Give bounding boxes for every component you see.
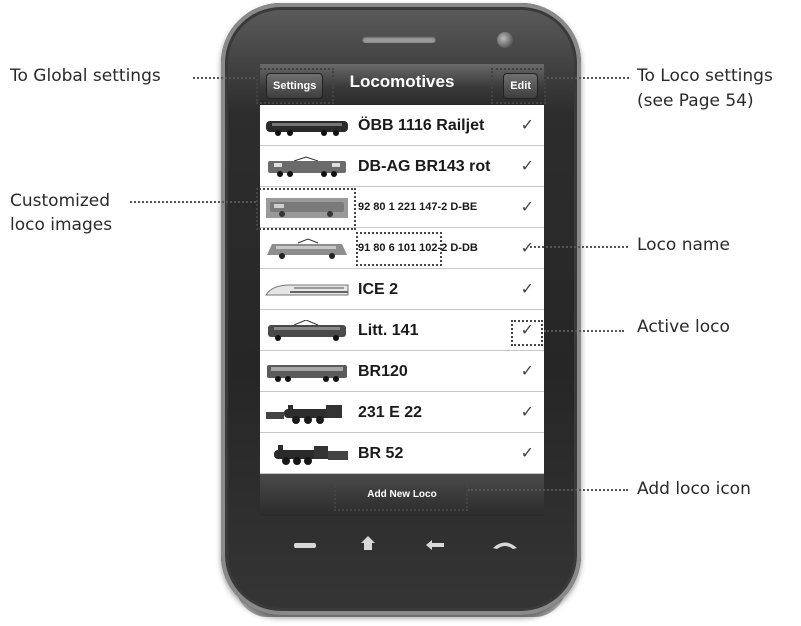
app-screen: Settings Locomotives Edit ÖBB 1116 Railj… (260, 64, 544, 516)
loco-thumbnail-railjet (266, 121, 348, 136)
settings-button[interactable]: Settings (266, 73, 324, 99)
checkmark-icon[interactable]: ✓ (520, 117, 534, 134)
earpiece-speaker (362, 36, 436, 43)
annotation-active-loco: Active loco (637, 317, 730, 337)
leader-loco-settings (547, 77, 629, 79)
add-new-loco-button[interactable]: Add New Loco (367, 489, 437, 500)
loco-name: DB-AG BR143 rot (358, 158, 491, 175)
leader-active-loco (544, 330, 624, 332)
edit-button[interactable]: Edit (503, 73, 538, 99)
annotation-loco-settings: To Loco settings (637, 66, 773, 86)
loco-name: ÖBB 1116 Railjet (358, 117, 485, 134)
annotation-customized: Customized (10, 191, 111, 211)
back-arrow-icon[interactable] (420, 535, 450, 556)
leader-add-loco (468, 489, 628, 491)
loco-thumbnail-steam-br52 (274, 445, 348, 465)
page-title: Locomotives (349, 72, 455, 91)
loco-name: Litt. 141 (358, 322, 419, 339)
loco-name-highlight-box (356, 232, 442, 266)
loco-name: BR 52 (358, 445, 404, 462)
loco-name: 231 E 22 (358, 404, 423, 421)
settings-highlight-box (256, 68, 334, 104)
checkmark-icon[interactable]: ✓ (520, 240, 534, 257)
annotation-global-settings: To Global settings (10, 66, 161, 86)
checkmark-icon[interactable]: ✓ (520, 404, 534, 421)
list-item[interactable]: DB-AG BR143 rot ✓ (260, 146, 544, 187)
edit-highlight-box (491, 68, 546, 104)
loco-thumbnail-br120 (267, 365, 347, 382)
loco-thumbnail-br143 (268, 156, 346, 177)
navigation-bar: Settings Locomotives Edit (260, 64, 544, 105)
call-end-icon[interactable] (490, 535, 520, 556)
list-item[interactable]: BR120 ✓ (260, 351, 544, 392)
annotation-see-page: (see Page 54) (637, 91, 754, 111)
checkmark-icon[interactable]: ✓ (520, 445, 534, 462)
list-item[interactable]: 91 80 6 101 102-2 D-DB ✓ (260, 228, 544, 269)
loco-thumbnail-br101 (267, 238, 347, 259)
menu-key-icon[interactable] (290, 535, 320, 556)
add-loco-highlight-box (334, 483, 468, 511)
loco-thumbnail-litt141 (268, 320, 346, 341)
loco-name: ICE 2 (358, 281, 399, 298)
home-icon[interactable] (353, 535, 383, 556)
annotation-add-loco-icon: Add loco icon (637, 479, 751, 499)
loco-thumbnail-steam-231e22 (266, 405, 342, 424)
loco-list: ÖBB 1116 Railjet ✓ DB-AG BR143 rot ✓ (260, 105, 544, 474)
list-item[interactable]: ICE 2 ✓ (260, 269, 544, 310)
checkmark-icon[interactable]: ✓ (520, 281, 534, 298)
front-camera-icon (497, 32, 513, 48)
list-item[interactable]: 231 E 22 ✓ (260, 392, 544, 433)
active-loco-highlight-box (511, 320, 543, 346)
leader-loco-name (530, 246, 628, 248)
checkmark-icon[interactable]: ✓ (520, 322, 534, 339)
loco-thumbnail-ice2 (265, 284, 349, 296)
leader-customized-images (130, 201, 256, 203)
list-item[interactable]: ÖBB 1116 Railjet ✓ (260, 105, 544, 146)
list-item[interactable]: Litt. 141 ✓ (260, 310, 544, 351)
loco-name: 91 80 6 101 102-2 D-DB (358, 242, 478, 254)
annotation-loco-images: loco images (10, 215, 113, 235)
checkmark-icon[interactable]: ✓ (520, 158, 534, 175)
custom-image-highlight-box (256, 188, 356, 230)
loco-name: BR120 (358, 363, 408, 380)
checkmark-icon[interactable]: ✓ (520, 199, 534, 216)
loco-thumbnail-custom-photo (266, 198, 348, 218)
leader-global-settings (193, 77, 255, 79)
list-item[interactable]: BR 52 ✓ (260, 433, 544, 474)
list-item[interactable]: 92 80 1 221 147-2 D-BE ✓ (260, 187, 544, 228)
loco-name: 92 80 1 221 147-2 D-BE (358, 201, 478, 213)
checkmark-icon[interactable]: ✓ (520, 363, 534, 380)
annotation-loco-name: Loco name (637, 235, 730, 255)
